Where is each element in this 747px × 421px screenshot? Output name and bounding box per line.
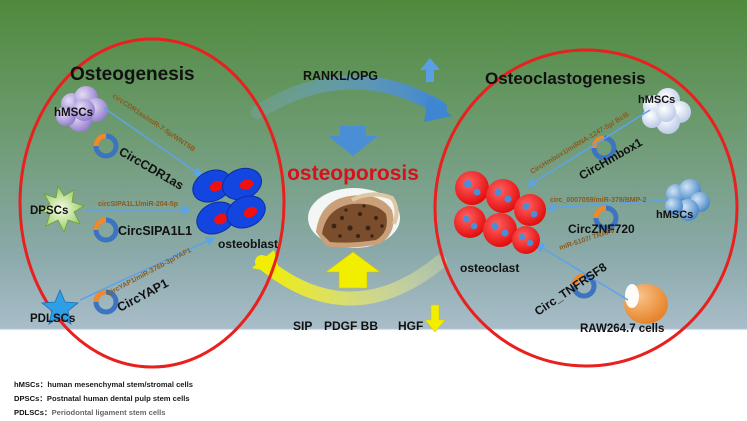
hmscs-right-mid-cell-icon (665, 179, 710, 221)
left-ellipse (18, 37, 286, 369)
left-cell-label-dpscs: DPSCs (30, 205, 68, 217)
osteoblast-cluster (192, 167, 266, 235)
right-circ-circtnfrsf8: Circ_TNFRSF8 (532, 260, 610, 319)
factor-sip: SIP (293, 319, 312, 333)
right-circ-circznf720: CircZNF720 (568, 222, 635, 236)
left-circ-circsipa1l1: CircSIPA1L1 (118, 224, 192, 238)
osteoclast-cluster (454, 171, 546, 254)
left-axis-circsipa1l1: circSIPA1L1/miR-204-5p (98, 201, 178, 208)
hgf-down-arrow (424, 304, 446, 333)
right-cell-label-hmscs-mid: hMSCs (656, 209, 693, 221)
arrow-hmscs-osteoclast-mid (546, 199, 669, 213)
raw264-cell-icon (624, 284, 668, 324)
dpscs-cell-icon (36, 184, 85, 234)
hmscs-right-top-cell-icon (642, 88, 691, 134)
legend-row-dpscs: DPSCs：Postnatal human dental pulp stem c… (14, 393, 190, 404)
legend-desc: Postnatal human dental pulp stem cells (46, 394, 190, 403)
factor-pdgf: PDGF BB (324, 319, 378, 333)
center-down-arrow (328, 126, 378, 156)
legend-row-hmscs: hMSCs：human mesenchymal stem/stromal cel… (14, 379, 193, 390)
osteoclast-label: osteoclast (460, 261, 519, 275)
arrow-hmscs-osteoblast (103, 107, 204, 177)
bone-image (308, 188, 400, 248)
legend-desc: human mesenchymal stem/stromal cells (47, 380, 193, 389)
right-ellipse (433, 48, 739, 368)
left-title: Osteogenesis (70, 64, 195, 85)
circyap1-ring-icon (93, 289, 119, 315)
circznf720-ring-icon (593, 205, 619, 231)
top-blue-arc-arrow (251, 75, 452, 122)
circcdr1as-ring-icon (93, 133, 119, 159)
osteoblast-label: osteoblast (218, 237, 278, 251)
right-title: Osteoclastogenesis (485, 69, 646, 88)
legend-abbr: hMSCs： (14, 380, 48, 389)
left-circ-circcdr1as: CircCDR1as (117, 144, 187, 192)
arrow-pdlscs-osteoblast (79, 237, 216, 301)
hmscs-cell-icon (56, 86, 108, 132)
circtnfrsf8-ring-icon (571, 273, 597, 299)
factor-hgf: HGF (398, 319, 423, 333)
legend-desc: Periodontal ligament stem cells (51, 408, 166, 417)
legend-row-pdlscs: PDLSCs：Periodontal ligament stem cells (14, 407, 166, 418)
right-cell-label-raw264: RAW264.7 cells (580, 323, 664, 335)
left-cell-label-pdlscs: PDLSCs (30, 313, 75, 325)
left-cell-label-hmscs: hMSCs (54, 107, 93, 119)
pdlscs-cell-icon (40, 288, 80, 325)
right-cell-label-hmscs-top: hMSCs (638, 94, 675, 106)
right-axis-circznf720: circ_0007059/miR-378/BMP-2 (550, 197, 647, 204)
legend-abbr: DPSCs： (14, 394, 47, 403)
arrow-hmscs-osteoclast-top (526, 109, 651, 187)
rankl-opg-label: RANKL/OPG (303, 69, 378, 83)
rankl-up-arrow (420, 58, 440, 82)
legend-abbr: PDLSCs： (14, 408, 52, 417)
arrow-raw-osteoclast (534, 243, 629, 301)
center-up-arrow (325, 251, 381, 289)
center-title: osteoporosis (287, 162, 419, 185)
circsipa1l1-ring-icon (93, 217, 119, 243)
